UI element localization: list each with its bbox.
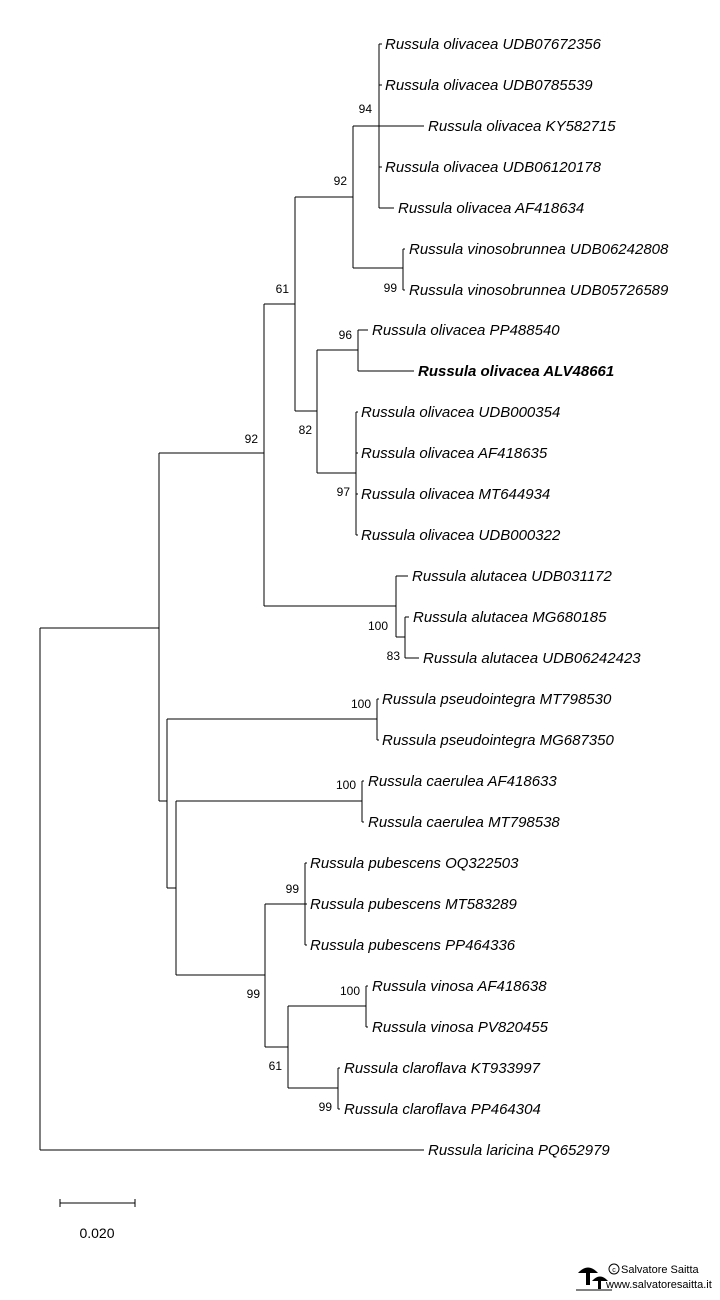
taxon-label: Russula alutacea UDB06242423	[423, 650, 641, 667]
taxon-label: Russula pubescens PP464336	[310, 937, 516, 954]
taxon-label: Russula claroflava KT933997	[344, 1060, 541, 1077]
copyright-c: c	[612, 1267, 616, 1274]
bootstrap-value: 99	[286, 882, 300, 896]
bootstrap-value: 99	[247, 987, 261, 1001]
bootstrap-value: 97	[337, 485, 351, 499]
taxon-label: Russula vinosobrunnea UDB06242808	[409, 241, 669, 258]
bootstrap-value: 61	[276, 282, 290, 296]
taxon-label: Russula olivacea UDB0785539	[385, 77, 593, 94]
copyright-icon	[608, 1263, 620, 1275]
clade-olivacea-vinosobrunnea	[294, 43, 424, 536]
bootstrap-value: 100	[351, 697, 371, 711]
bootstrap-value: 61	[269, 1059, 283, 1073]
tree-backbone	[39, 452, 424, 1151]
scale-bar: 0.020	[59, 1199, 136, 1241]
taxon-label: Russula pseudointegra MT798530	[382, 691, 612, 708]
bootstrap-value: 100	[340, 984, 360, 998]
taxon-label: Russula olivacea UDB000354	[361, 404, 560, 421]
bootstrap-value: 99	[384, 281, 398, 295]
clade-alutacea	[263, 303, 419, 659]
taxon-label: Russula alutacea MG680185	[413, 609, 607, 626]
taxon-label: Russula caerulea AF418633	[368, 773, 557, 790]
taxon-label: Russula olivacea AF418635	[361, 445, 548, 462]
taxon-label: Russula olivacea PP488540	[372, 322, 560, 339]
taxon-label: Russula caerulea MT798538	[368, 814, 560, 831]
taxon-labels: Russula olivacea UDB07672356 Russula oli…	[310, 36, 669, 1159]
taxon-label: Russula vinosobrunnea UDB05726589	[409, 282, 669, 299]
taxon-label: Russula alutacea UDB031172	[412, 568, 613, 585]
bootstrap-value: 83	[387, 649, 401, 663]
scale-bar-label: 0.020	[79, 1225, 114, 1241]
bootstrap-value: 96	[339, 328, 353, 342]
bootstrap-value: 82	[299, 423, 313, 437]
bootstrap-value: 100	[368, 619, 388, 633]
bootstrap-value: 92	[334, 174, 348, 188]
taxon-label: Russula claroflava PP464304	[344, 1101, 541, 1118]
clade-pseudointegra-group	[166, 698, 379, 1110]
bootstrap-value: 99	[319, 1100, 333, 1114]
taxon-label: Russula olivacea UDB06120178	[385, 159, 602, 176]
bootstrap-value: 92	[245, 432, 259, 446]
taxon-label: Russula vinosa PV820455	[372, 1019, 549, 1036]
taxon-label: Russula olivacea MT644934	[361, 486, 550, 503]
taxon-label: Russula vinosa AF418638	[372, 978, 547, 995]
watermark-name: Salvatore Saitta	[621, 1264, 700, 1276]
watermark-site: www.salvatoresaitta.it	[605, 1279, 712, 1291]
bootstrap-value: 94	[359, 102, 373, 116]
taxon-label: Russula laricina PQ652979	[428, 1142, 610, 1159]
taxon-label: Russula olivacea KY582715	[428, 118, 616, 135]
bootstrap-value: 100	[336, 778, 356, 792]
taxon-label: Russula pseudointegra MG687350	[382, 732, 614, 749]
mushroom-logo-icon	[576, 1267, 612, 1291]
taxon-label: Russula olivacea AF418634	[398, 200, 584, 217]
watermark: c Salvatore Saitta www.salvatoresaitta.i…	[576, 1263, 712, 1291]
taxon-label: Russula olivacea UDB000322	[361, 527, 561, 544]
support-values: 94 92 99 61 96 82 97 92 100 83 100 100 9…	[245, 102, 401, 1114]
taxon-label: Russula pubescens MT583289	[310, 896, 517, 913]
taxon-label-highlighted: Russula olivacea ALV48661	[418, 363, 614, 380]
taxon-label: Russula olivacea UDB07672356	[385, 36, 602, 53]
taxon-label: Russula pubescens OQ322503	[310, 855, 519, 872]
